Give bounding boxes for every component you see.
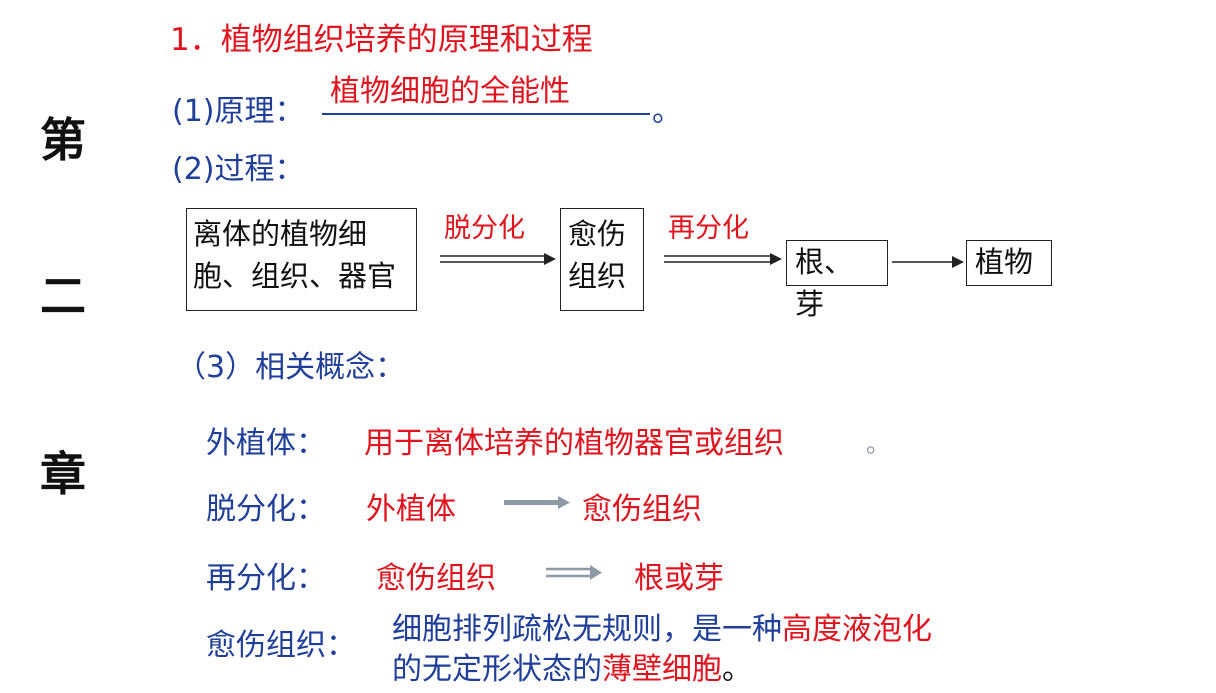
callus-line2-blue: 的无定形状态的 — [392, 652, 602, 687]
concept-def-explant: 用于离体培养的植物器官或组织 — [364, 426, 784, 461]
arrow-3-icon — [892, 256, 964, 268]
chapter-char-1: 第 — [40, 113, 86, 167]
callus-line1-blue: 细胞排列疏松无规则，是一种 — [392, 612, 782, 647]
concept-arrow-1-icon — [504, 496, 570, 509]
box-explant: 离体的植物细 胞、组织、器官 — [186, 208, 417, 311]
concept-arrow-2-icon — [546, 565, 602, 580]
principle-end: 。 — [652, 94, 682, 129]
callus-line2-red: 薄壁细胞 — [602, 652, 722, 687]
callus-line1-red: 高度液泡化 — [782, 612, 932, 647]
process-label: (2)过程： — [172, 152, 305, 187]
concept-from-redifferentiation: 愈伤组织 — [376, 561, 496, 596]
concept-term-callus: 愈伤组织： — [206, 628, 356, 663]
box-explant-line2: 胞、组织、器官 — [193, 259, 397, 293]
arrow-1-icon — [440, 253, 556, 265]
concept-term-explant: 外植体： — [206, 426, 326, 461]
box-callus-line2: 组织 — [568, 259, 627, 293]
box-callus: 愈伤 组织 — [560, 208, 644, 311]
concept-to-dedifferentiation: 愈伤组织 — [582, 492, 702, 527]
box-plant: 植物 — [966, 240, 1052, 286]
concept-def-callus-line1: 细胞排列疏松无规则，是一种高度液泡化 — [392, 604, 932, 648]
chapter-char-3: 章 — [40, 447, 86, 501]
arrow-label-redifferentiation: 再分化 — [668, 213, 749, 244]
box-plant-text: 植物 — [975, 245, 1034, 279]
concept-def-callus-line2: 的无定形状态的薄壁细胞。 — [392, 644, 752, 688]
box-root-bud: 根、芽 — [786, 240, 888, 321]
principle-label: (1)原理： — [172, 94, 305, 129]
arrow-2-icon — [664, 253, 782, 265]
concept-def-explant-end: 。 — [866, 430, 890, 458]
box-explant-line1: 离体的植物细 — [193, 217, 368, 251]
principle-answer: 植物细胞的全能性 — [330, 74, 570, 109]
concept-term-redifferentiation: 再分化： — [206, 561, 326, 596]
box-callus-line1: 愈伤 — [568, 217, 627, 251]
answer-underline — [322, 113, 650, 115]
section-heading: 1．植物组织培养的原理和过程 — [170, 22, 593, 58]
concept-term-dedifferentiation: 脱分化： — [206, 492, 326, 527]
concept-from-dedifferentiation: 外植体 — [366, 492, 456, 527]
arrow-label-dedifferentiation: 脱分化 — [444, 213, 525, 244]
callus-line2-end: 。 — [722, 652, 752, 687]
concepts-label: （3）相关概念： — [176, 350, 406, 385]
concept-to-redifferentiation: 根或芽 — [634, 561, 724, 596]
box-root-bud-text: 根、芽 — [795, 245, 854, 321]
chapter-char-2: 二 — [40, 269, 86, 323]
